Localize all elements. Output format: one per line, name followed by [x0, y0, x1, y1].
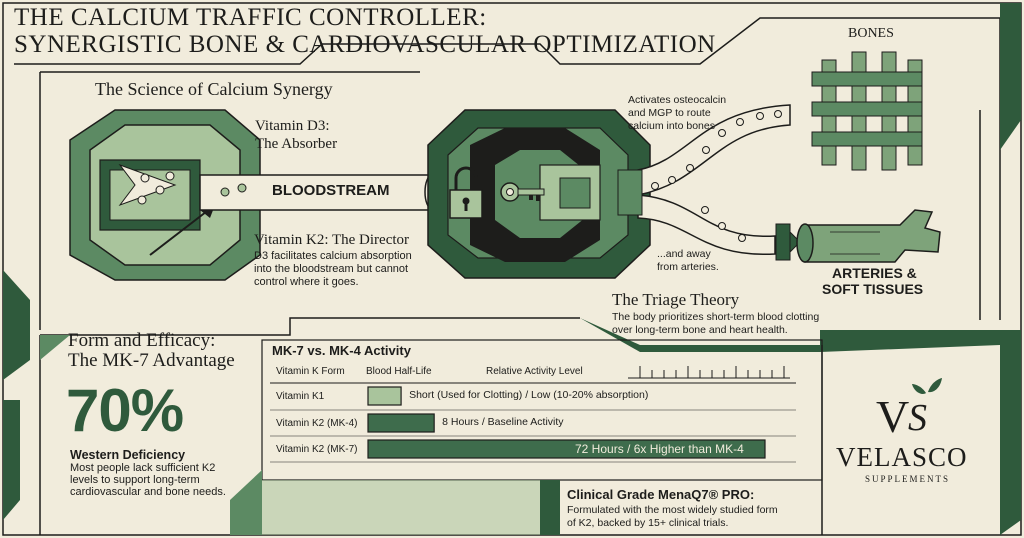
chart-column-half-life: Blood Half-Life: [366, 366, 432, 377]
d3-label-line-1: Vitamin D3:: [255, 118, 330, 134]
deficiency-line-1: Most people lack sufficient K2: [70, 462, 216, 474]
k2-desc-line-3: control where it goes.: [254, 276, 359, 288]
chart-row-label-mk7: Vitamin K2 (MK-7): [276, 444, 358, 455]
efficacy-heading-line-2: The MK-7 Advantage: [68, 350, 235, 371]
bones-label: BONES: [848, 26, 894, 41]
triage-line-2: over long-term bone and heart health.: [612, 324, 788, 336]
arteries-label-line-2: SOFT TISSUES: [822, 281, 924, 297]
activity-bar-label-0: Short (Used for Clotting) / Low (10-20% …: [409, 389, 649, 401]
green-band-deco: [580, 318, 1000, 352]
activity-bar-2: [367, 439, 766, 459]
d3-label-line-2: The Absorber: [255, 136, 338, 152]
arteries-label-line-1: ARTERIES &: [832, 265, 917, 281]
triage-line-1: The body prioritizes short-term blood cl…: [612, 311, 820, 323]
padlock-icon: [449, 166, 483, 219]
brand-monogram-v: V: [876, 391, 910, 442]
science-heading: The Science of Calcium Synergy: [95, 79, 333, 99]
calcium-routing-paths: [617, 104, 801, 261]
activates-line-3: calcium into bones: [628, 120, 715, 132]
activity-bar-label-1: 8 Hours / Baseline Activity: [442, 416, 564, 428]
chart-column-form: Vitamin K Form: [276, 366, 345, 377]
brand-sub: SUPPLEMENTS: [865, 474, 951, 484]
chart-row-label-mk4: Vitamin K2 (MK-4): [276, 418, 358, 429]
efficacy-heading-line-1: Form and Efficacy:: [68, 330, 216, 351]
corner-deco-left-mid: [3, 270, 30, 380]
key-icon: [500, 182, 545, 202]
brand-name: VELASCO: [836, 442, 968, 472]
chart-row-label-k1: Vitamin K1: [276, 391, 325, 402]
activates-line-2: and MGP to route: [628, 107, 711, 119]
k2-desc-line-2: into the bloodstream but cannot: [254, 263, 409, 275]
deficiency-label: Western Deficiency: [70, 448, 186, 462]
triage-title: The Triage Theory: [612, 290, 740, 309]
deficiency-stat: 70%: [66, 377, 184, 444]
away-line-2: from arteries.: [657, 261, 719, 273]
away-line-1: ...and away: [657, 248, 711, 260]
activity-bars: [367, 386, 766, 459]
chart-column-activity: Relative Activity Level: [486, 366, 583, 377]
activity-bar-1: [367, 413, 435, 433]
clinical-panel-bg: [540, 480, 560, 535]
activity-bar-0: [367, 386, 402, 406]
k2-desc-line-1: D3 facilitates calcium absorption: [254, 250, 412, 262]
leaf-icon: [912, 378, 942, 394]
deficiency-line-2: levels to support long-term: [70, 474, 200, 486]
chart-title: MK-7 vs. MK-4 Activity: [272, 343, 411, 358]
corner-deco-bottom-left: [3, 400, 20, 520]
bloodstream-label: BLOODSTREAM: [272, 182, 390, 199]
corner-deco-bottom-right: [1000, 330, 1021, 535]
page-title-line-2: SYNERGISTIC BONE & CARDIOVASCULAR OPTIMI…: [14, 31, 716, 58]
vitamin-d3-absorber-graphic: [69, 109, 261, 281]
corner-deco-top-right: [1000, 3, 1021, 150]
clinical-line-2: of K2, backed by 15+ clinical trials.: [567, 517, 729, 529]
clinical-title: Clinical Grade MenaQ7® PRO:: [567, 487, 755, 502]
brand-monogram-s: S: [908, 397, 927, 439]
activity-tick-scale: [628, 366, 790, 379]
artery-pipe-graphic: [796, 209, 941, 263]
deficiency-line-3: cardiovascular and bone needs.: [70, 486, 226, 498]
k2-title: Vitamin K2: The Director: [254, 232, 410, 248]
page-title-line-1: THE CALCIUM TRAFFIC CONTROLLER:: [14, 4, 487, 31]
activity-bar-label-2: 72 Hours / 6x Higher than MK-4: [575, 442, 744, 456]
bones-lattice-graphic: [811, 51, 923, 171]
clinical-line-1: Formulated with the most widely studied …: [567, 504, 778, 516]
activates-line-1: Activates osteocalcin: [628, 94, 727, 106]
